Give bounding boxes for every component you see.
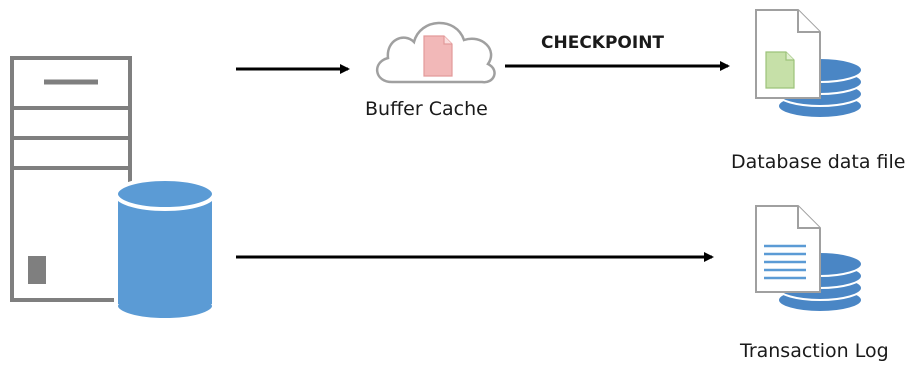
transaction-log-label: Transaction Log — [740, 340, 889, 362]
checkpoint-label: CHECKPOINT — [541, 33, 665, 53]
server-icon — [10, 56, 132, 302]
cloud-icon — [376, 21, 496, 84]
page-icon-green — [765, 51, 795, 89]
buffer-cache-label: Buffer Cache — [365, 98, 488, 120]
document-icon — [755, 9, 821, 99]
log-document-icon — [755, 205, 821, 293]
page-icon-red — [423, 35, 453, 77]
database-cylinder-icon — [114, 177, 216, 322]
data-file-label: Database data file — [731, 151, 906, 173]
